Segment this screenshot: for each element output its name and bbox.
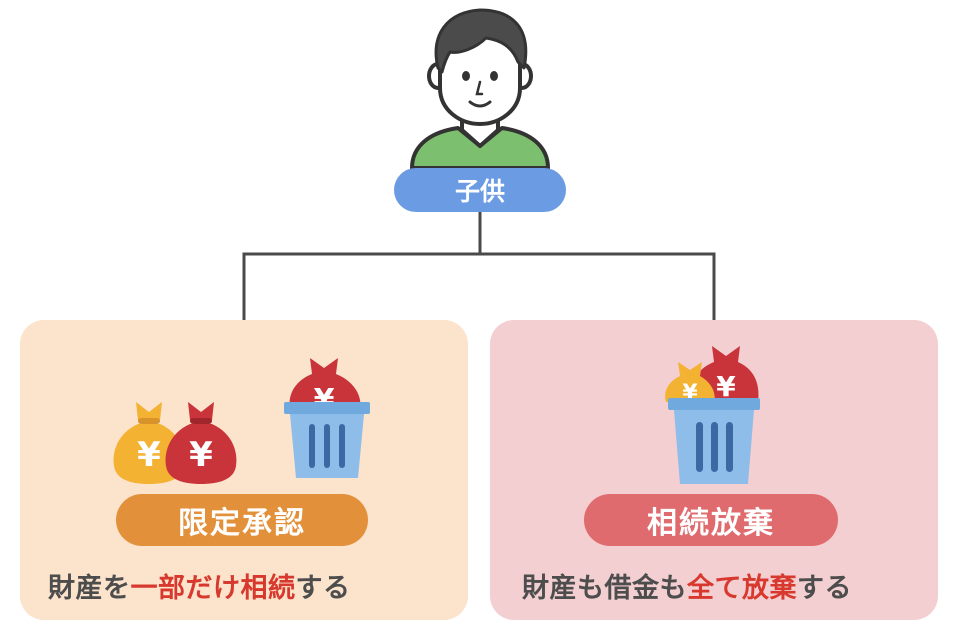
trash-bin-icon: ¥ bbox=[284, 358, 370, 478]
coin-symbol: ¥ bbox=[189, 435, 213, 475]
panel-limited-approval bbox=[20, 320, 468, 620]
coin-symbol: ¥ bbox=[137, 435, 161, 475]
caption-renunciation: 財産も借金も全て放棄する bbox=[522, 573, 852, 604]
coin-symbol: ¥ bbox=[716, 370, 736, 403]
root-label-child: 子供 bbox=[394, 168, 566, 212]
money-bag-icon: ¥ bbox=[165, 402, 237, 484]
trash-bin-icon: ¥ ¥ bbox=[665, 346, 760, 484]
caption-limited-approval: 財産を一部だけ相続する bbox=[48, 573, 351, 604]
label-limited-approval: 限定承認 bbox=[116, 494, 368, 546]
label-renunciation: 相続放棄 bbox=[584, 494, 838, 546]
person-icon bbox=[410, 8, 550, 170]
